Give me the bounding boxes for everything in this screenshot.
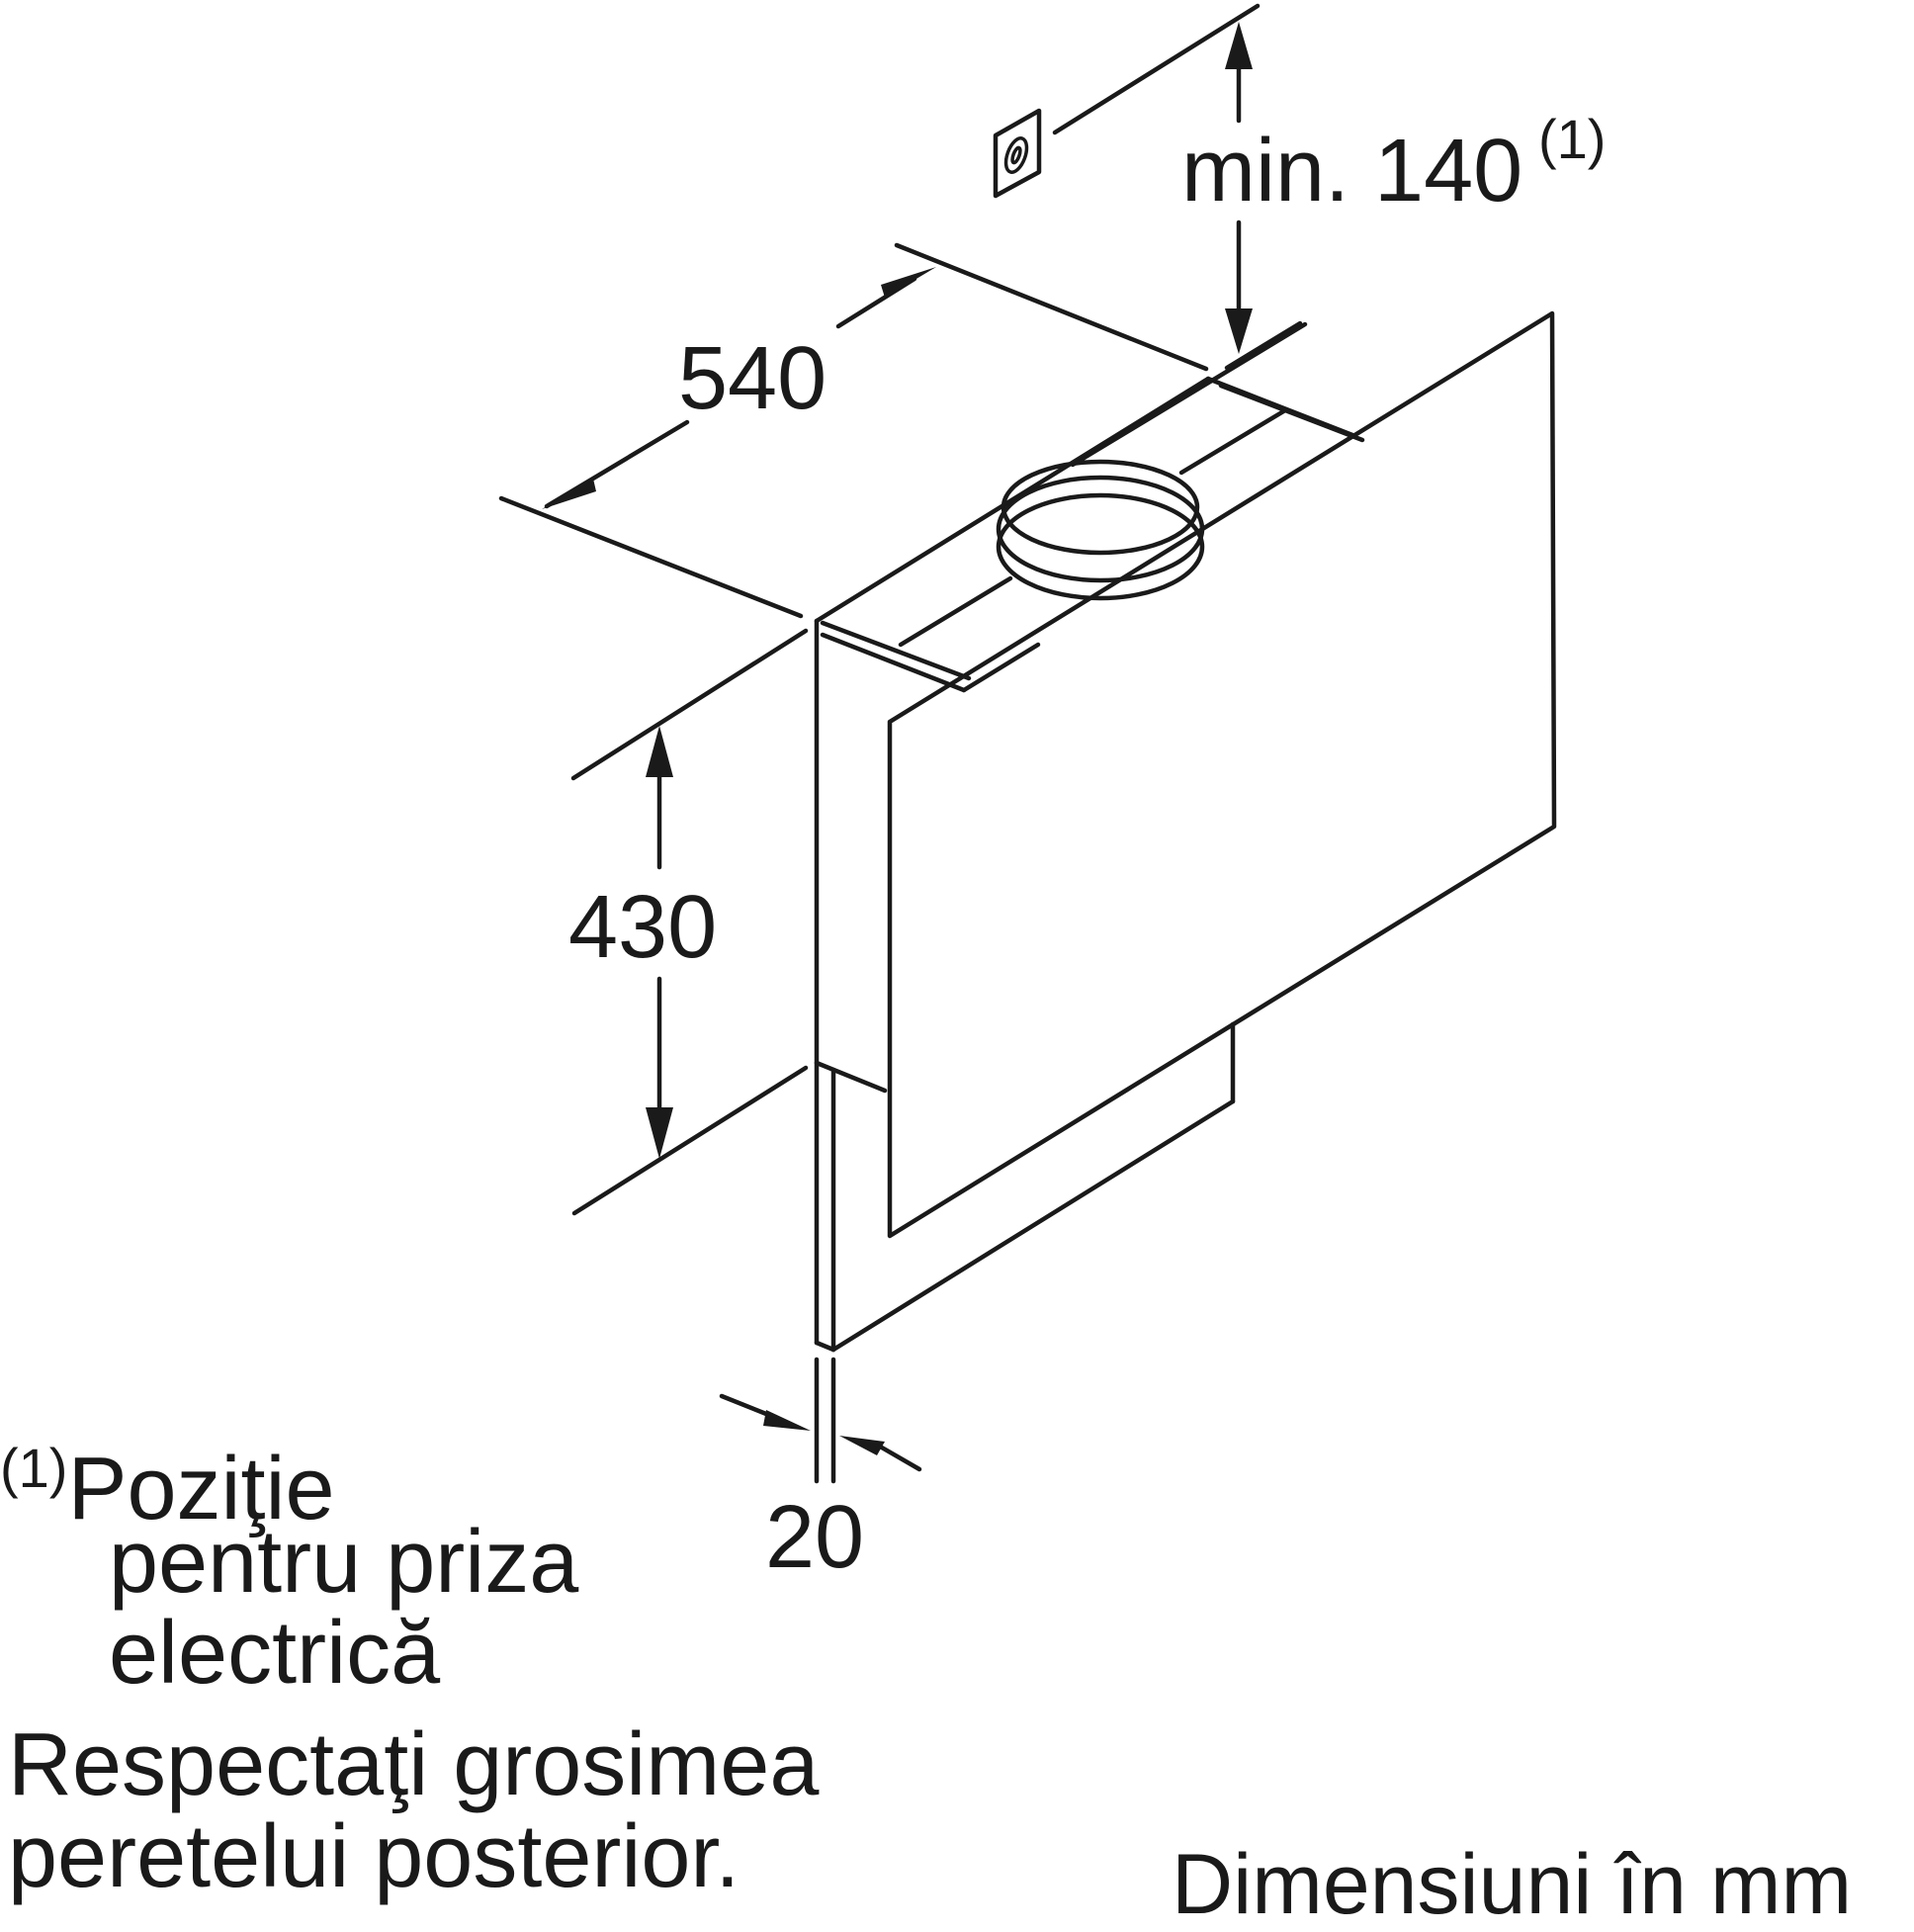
dimension-socket: min. 140 (1) (1052, 3, 1606, 371)
units-label: Dimensiuni în mm (1172, 1837, 1853, 1932)
dimension-height: 430 (568, 628, 809, 1216)
dimension-height-label: 430 (568, 878, 717, 977)
dimension-socket-label: min. 140 (1181, 122, 1522, 220)
footnote-ref: (1) (0, 1437, 68, 1499)
dimension-thickness-label: 20 (765, 1488, 864, 1587)
warning-line-1: Respectaţi grosimea (8, 1715, 820, 1814)
dimension-width: 540 (498, 242, 1209, 619)
dimension-thickness: 20 (719, 1357, 922, 1587)
warning-line-2: peretelui posterior. (8, 1807, 740, 1906)
footnote-line-2: pentru priza (109, 1513, 579, 1612)
footnote-text-1: Poziţie (67, 1440, 335, 1538)
dimension-socket-ref: (1) (1538, 108, 1606, 170)
hood-outline (814, 310, 1557, 1353)
dimension-width-label: 540 (678, 329, 826, 428)
electrical-socket-icon (993, 108, 1042, 199)
footnote-line-3: electrică (109, 1604, 441, 1703)
footnote-line-1: (1)Poziţie (0, 1419, 335, 1538)
air-outlet (996, 459, 1205, 601)
